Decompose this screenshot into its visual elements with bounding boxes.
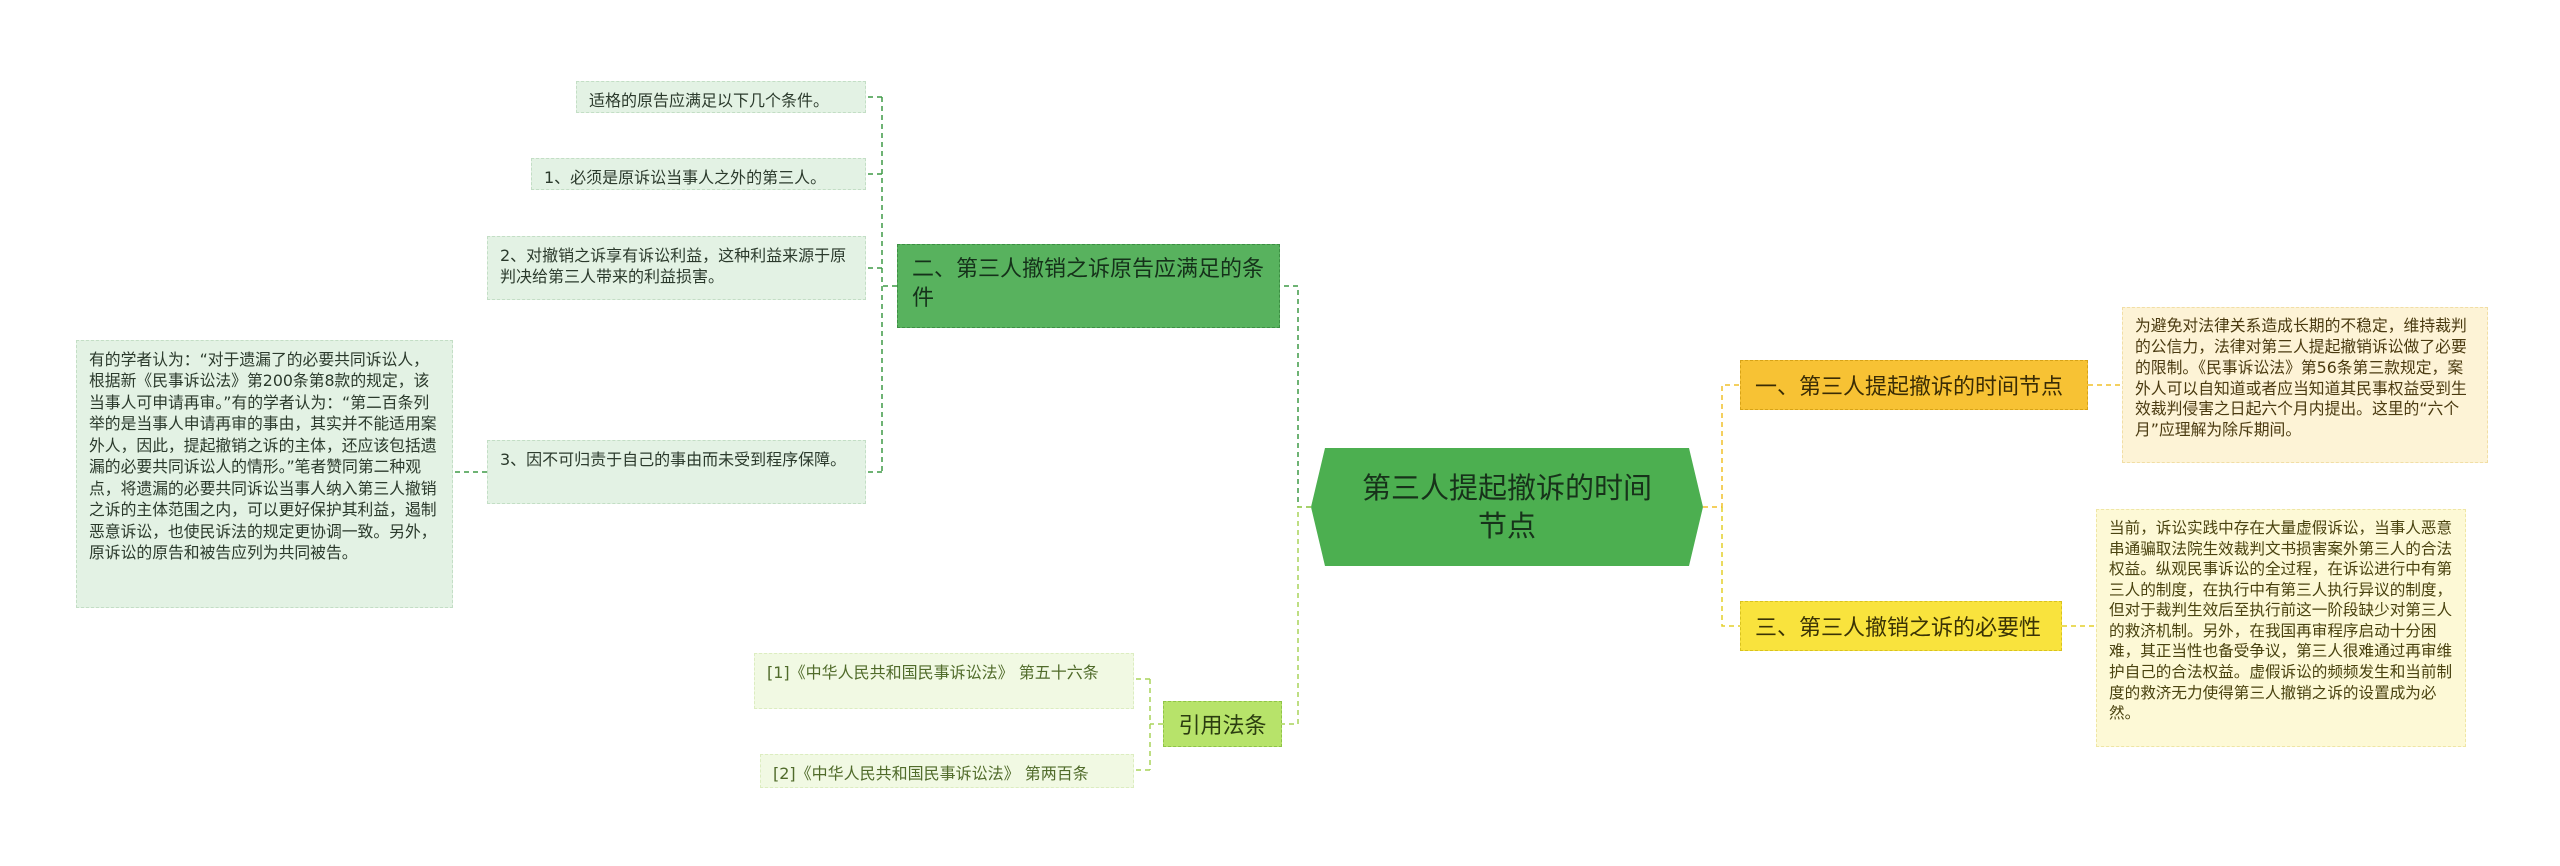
link-root-necessity bbox=[1721, 507, 1740, 627]
leaf-plaintiff-intro-text: 适格的原告应满足以下几个条件。 bbox=[589, 91, 830, 110]
leaf-plaintiff-intro[interactable]: 适格的原告应满足以下几个条件。 bbox=[576, 81, 866, 113]
branch-time-node-label: 一、第三人提起撤诉的时间节点 bbox=[1755, 375, 2064, 400]
leaf-plaintiff-condition-2-text: 2、对撤销之诉享有诉讼利益，这种利益来源于原判决给第三人带来的利益损害。 bbox=[500, 246, 847, 287]
central-topic[interactable]: 第三人提起撤诉的时间节点 bbox=[1311, 448, 1703, 566]
leaf-law-200-text: [2]《中华人民共和国民事诉讼法》 第两百条 bbox=[773, 764, 1089, 783]
link-root-time bbox=[1703, 384, 1740, 508]
leaf-plaintiff-condition-1[interactable]: 1、必须是原诉讼当事人之外的第三人。 bbox=[531, 158, 866, 190]
link-root-laws bbox=[1282, 506, 1311, 725]
leaf-plaintiff-condition-2[interactable]: 2、对撤销之诉享有诉讼利益，这种利益来源于原判决给第三人带来的利益损害。 bbox=[487, 236, 866, 300]
branch-plaintiff-conditions[interactable]: 二、第三人撤销之诉原告应满足的条件 bbox=[897, 244, 1280, 328]
link-root-plaintiff bbox=[1280, 285, 1311, 508]
leaf-necessity-detail[interactable]: 当前，诉讼实践中存在大量虚假诉讼，当事人恶意串通骗取法院生效裁判文书损害案外第三… bbox=[2096, 509, 2466, 747]
branch-cited-laws-label: 引用法条 bbox=[1178, 714, 1267, 739]
leaf-scholar-opinion[interactable]: 有的学者认为：“对于遗漏了的必要共同诉讼人，根据新《民事诉讼法》第200条第8款… bbox=[76, 340, 453, 608]
link-laws-leaves bbox=[1134, 678, 1163, 771]
central-topic-label: 第三人提起撤诉的时间节点 bbox=[1361, 470, 1652, 543]
branch-necessity-label: 三、第三人撤销之诉的必要性 bbox=[1755, 616, 2042, 641]
leaf-plaintiff-condition-3-text: 3、因不可归责于自己的事由而未受到程序保障。 bbox=[500, 450, 847, 469]
leaf-plaintiff-condition-3[interactable]: 3、因不可归责于自己的事由而未受到程序保障。 bbox=[487, 440, 866, 504]
leaf-plaintiff-condition-1-text: 1、必须是原诉讼当事人之外的第三人。 bbox=[544, 168, 827, 187]
branch-plaintiff-conditions-label: 二、第三人撤销之诉原告应满足的条件 bbox=[912, 257, 1265, 312]
branch-cited-laws[interactable]: 引用法条 bbox=[1163, 701, 1282, 747]
leaf-time-detail[interactable]: 为避免对法律关系造成长期的不稳定，维持裁判的公信力，法律对第三人提起撤销诉讼做了… bbox=[2122, 307, 2488, 463]
link-plaintiff-leaves bbox=[866, 96, 897, 473]
leaf-law-56[interactable]: [1]《中华人民共和国民事诉讼法》 第五十六条 bbox=[754, 653, 1134, 709]
branch-necessity[interactable]: 三、第三人撤销之诉的必要性 bbox=[1740, 601, 2062, 651]
leaf-law-56-text: [1]《中华人民共和国民事诉讼法》 第五十六条 bbox=[767, 663, 1099, 682]
leaf-time-detail-text: 为避免对法律关系造成长期的不稳定，维持裁判的公信力，法律对第三人提起撤销诉讼做了… bbox=[2135, 316, 2467, 440]
leaf-necessity-detail-text: 当前，诉讼实践中存在大量虚假诉讼，当事人恶意串通骗取法院生效裁判文书损害案外第三… bbox=[2109, 519, 2453, 723]
leaf-law-200[interactable]: [2]《中华人民共和国民事诉讼法》 第两百条 bbox=[760, 754, 1134, 788]
leaf-scholar-opinion-text: 有的学者认为：“对于遗漏了的必要共同诉讼人，根据新《民事诉讼法》第200条第8款… bbox=[89, 350, 437, 563]
branch-time-node[interactable]: 一、第三人提起撤诉的时间节点 bbox=[1740, 360, 2088, 410]
